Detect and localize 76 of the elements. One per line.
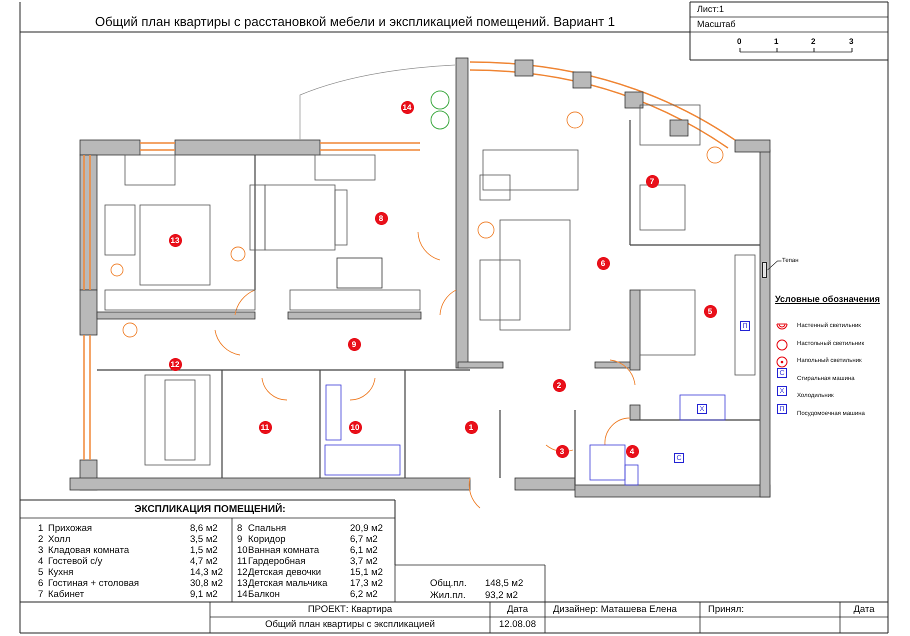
- table-cell: 12: [237, 568, 248, 578]
- table-cell: Кладовая комната: [48, 546, 130, 556]
- table-cell: 8: [237, 524, 242, 534]
- table-cell: 20,9 м2: [350, 524, 383, 534]
- table-cell: 4: [38, 557, 44, 566]
- table-cell: 3,7 м2: [350, 557, 378, 566]
- table-cell: 1: [38, 524, 44, 534]
- table-cell: 6,2 м2: [350, 590, 378, 600]
- table-cell: 3,5 м2: [190, 535, 218, 544]
- table-cell: Балкон: [248, 590, 280, 600]
- room-number: 5: [704, 304, 716, 318]
- table-cell: Коридор: [248, 535, 286, 544]
- room-number: 10: [348, 420, 362, 434]
- table-cell: Холл: [48, 535, 70, 544]
- table-cell: 10: [237, 546, 248, 556]
- room-number: 12: [168, 358, 182, 370]
- table-cell: 11: [237, 557, 247, 566]
- legend-heading: Условные обозначения: [775, 295, 880, 304]
- table-cell: 17,3 м2: [350, 579, 383, 588]
- table-heading: ЭКСПЛИКАЦИЯ ПОМЕЩЕНИЙ:: [133, 505, 287, 515]
- room-number: 9: [348, 338, 360, 350]
- table-cell: 93,2 м2: [485, 591, 518, 600]
- table-cell-text: ПРОЕКТ: Квартира: [306, 605, 394, 614]
- room-number: 6: [596, 256, 610, 270]
- table-cell: Ванная комната: [248, 546, 320, 556]
- table-cell: Гостиная + столовая: [48, 579, 140, 588]
- table-cell: 3: [38, 546, 44, 556]
- room-number: 11: [258, 420, 272, 434]
- room-number: 1: [464, 420, 478, 434]
- table-cell: Кабинет: [48, 590, 84, 600]
- table-cell: 7: [38, 590, 44, 600]
- table-cell: 13: [237, 579, 248, 588]
- table-cell-text: Принял:: [708, 605, 745, 614]
- table-cell: 4,7 м2: [190, 557, 218, 566]
- table-cell-text: Дизайнер: Маташева Елена: [553, 605, 678, 614]
- table-cell-text: 12.08.08: [498, 620, 537, 630]
- table-cell: Гардеробная: [248, 557, 306, 566]
- room-number: 8: [374, 212, 388, 224]
- table-cell-text: Общий план квартиры с экспликацией: [264, 620, 436, 630]
- table-cell: Детская девочки: [248, 568, 322, 578]
- scale-value: 0: [737, 38, 742, 46]
- table-cell: 15,1 м2: [350, 568, 383, 578]
- scale-value: 1: [774, 38, 778, 46]
- room-number: 4: [626, 444, 638, 458]
- table-cell: Общ.пл.: [430, 579, 467, 588]
- scale-value: 2: [811, 38, 816, 46]
- table-cell: 1,5 м2: [190, 546, 218, 556]
- table-cell: 9: [237, 535, 242, 544]
- room-number: 3: [556, 444, 568, 458]
- table-cell: 8,6 м2: [190, 524, 218, 534]
- table-cell: 5: [38, 568, 44, 578]
- table-cell: 6,1 м2: [350, 546, 378, 556]
- drawing-title: Общий план квартиры с расстановкой мебели и экспликацией помещений. Вариант 1: [94, 15, 616, 28]
- room-number: 14: [400, 100, 414, 114]
- scale-heading: Масштаб: [697, 20, 736, 29]
- table-cell: Гостевой с/у: [48, 557, 102, 566]
- table-cell: 14: [237, 590, 248, 600]
- table-cell-text: Дата: [852, 605, 876, 614]
- table-cell: Кухня: [48, 568, 74, 578]
- table-cell: 148,5 м2: [485, 579, 524, 588]
- table-cell: 2: [38, 535, 44, 544]
- table-cell: 6,7 м2: [350, 535, 378, 544]
- scale-value: 3: [849, 38, 854, 46]
- table-cell: 30,8 м2: [190, 579, 223, 588]
- table-cell: Спальня: [248, 524, 286, 534]
- table-cell-text: Дата: [506, 605, 530, 614]
- table-cell: 14,3 м2: [190, 568, 223, 578]
- table-cell: Жил.пл.: [430, 591, 466, 600]
- table-cell: 6: [38, 579, 44, 588]
- table-cell: Прихожая: [48, 524, 92, 534]
- sheet-number: Лист:1: [697, 5, 724, 14]
- table-cell: Детская мальчика: [248, 579, 328, 588]
- table-cell: 9,1 м2: [190, 590, 218, 600]
- room-number: 7: [646, 174, 658, 188]
- room-number: 13: [168, 234, 182, 246]
- room-number: 2: [552, 378, 566, 392]
